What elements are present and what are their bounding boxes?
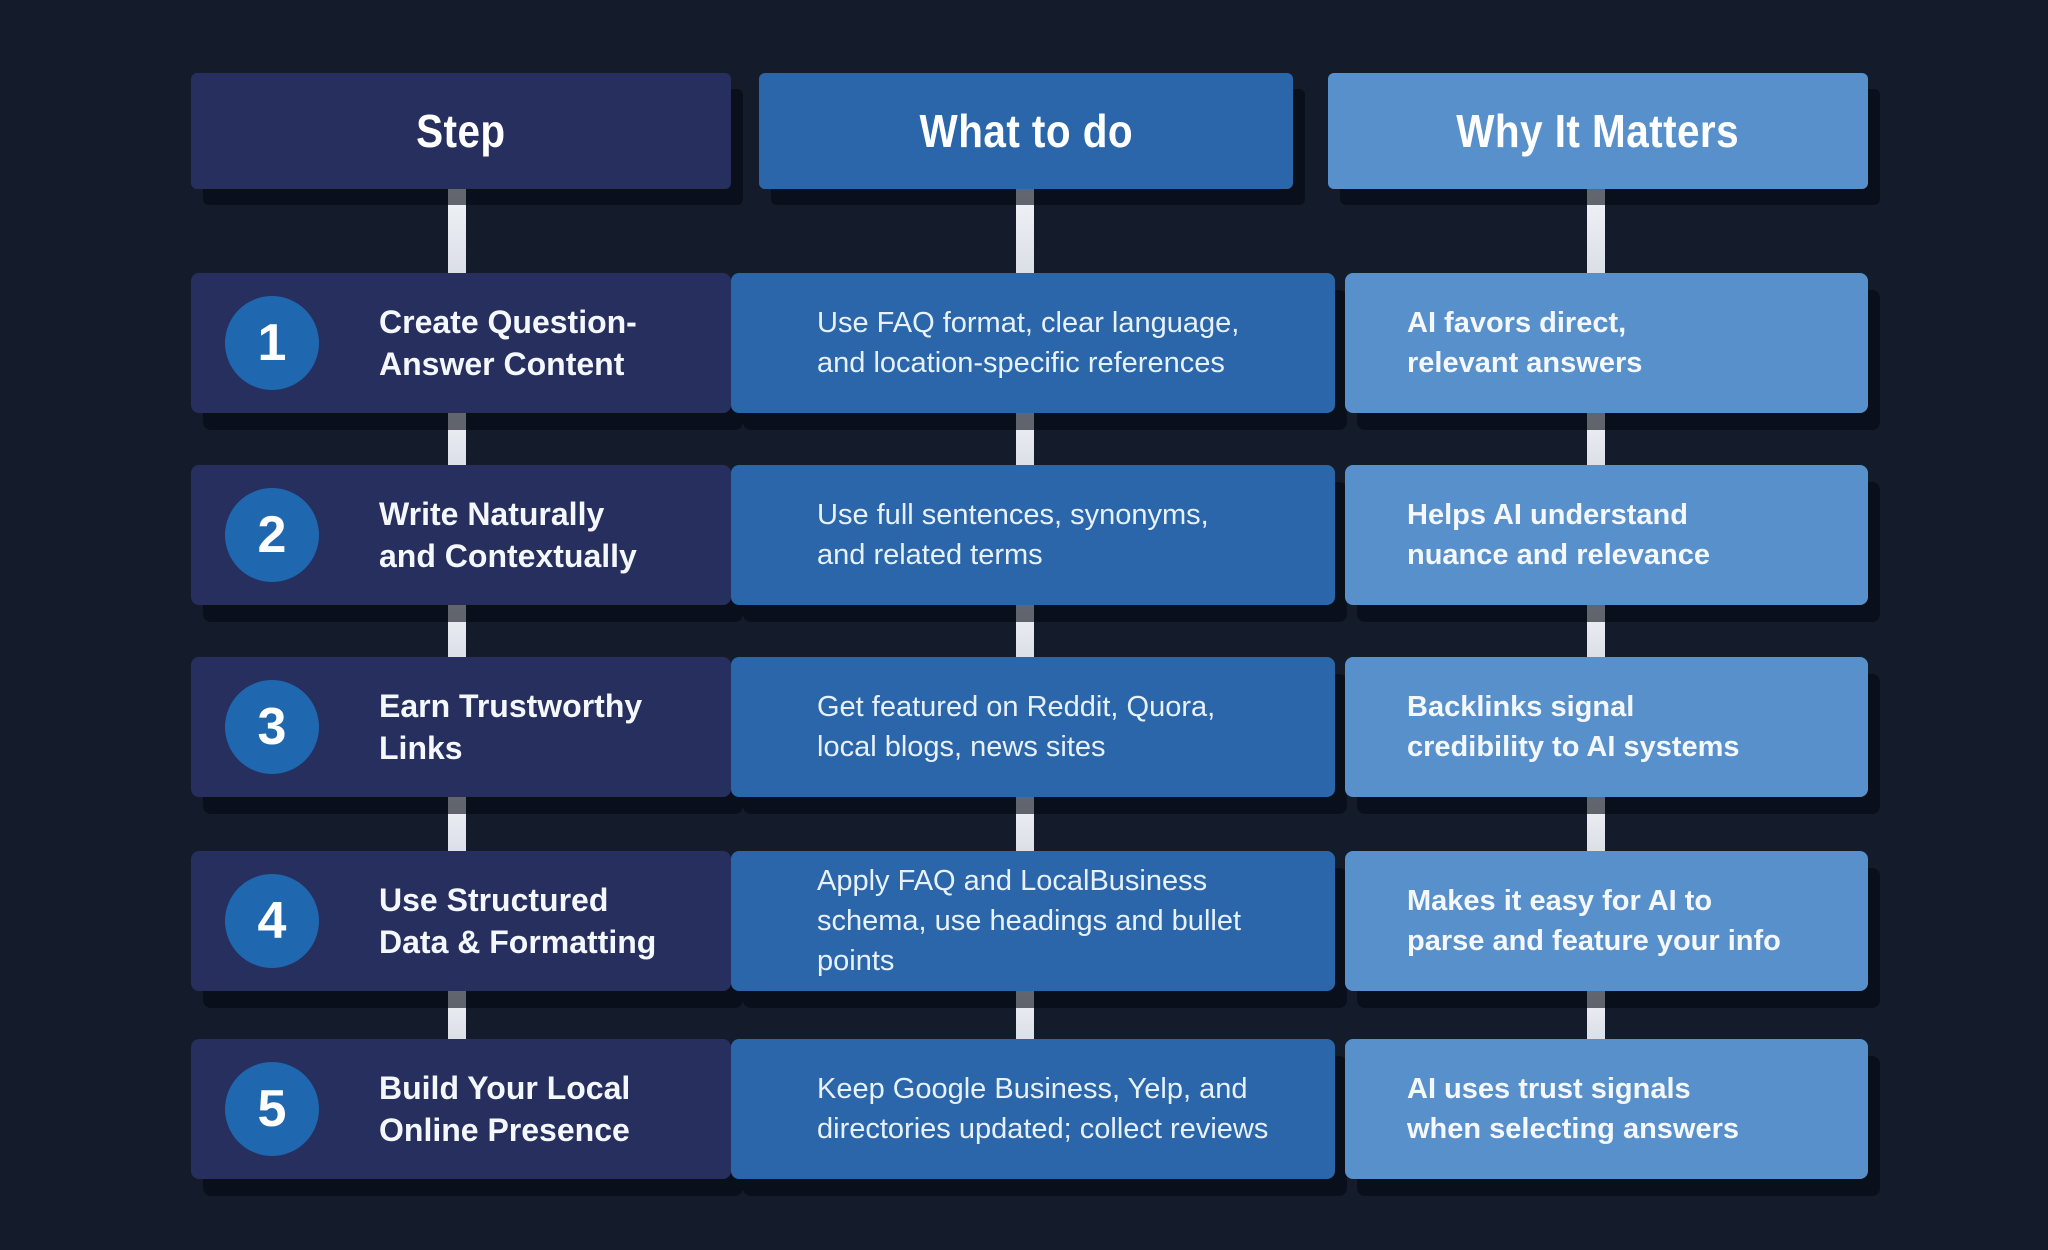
what-cell-2: Use full sentences, synonyms, and relate…: [731, 465, 1335, 605]
step-cell-4: 4 Use Structured Data & Formatting: [191, 851, 731, 991]
table-row: 5 Build Your Local Online Presence Keep …: [191, 1039, 1868, 1179]
why-cell-2: Helps AI understand nuance and relevance: [1345, 465, 1868, 605]
step-number-badge: 5: [225, 1062, 319, 1156]
step-title: Earn Trustworthy Links: [379, 688, 643, 766]
what-text: Keep Google Business, Yelp, and director…: [817, 1073, 1269, 1145]
step-cell-3: 3 Earn Trustworthy Links: [191, 657, 731, 797]
what-cell-4: Apply FAQ and LocalBusiness schema, use …: [731, 851, 1335, 991]
step-number-badge: 2: [225, 488, 319, 582]
header-step-label: Step: [416, 105, 506, 157]
why-text: AI uses trust signals when selecting ans…: [1407, 1073, 1740, 1145]
what-cell-5: Keep Google Business, Yelp, and director…: [731, 1039, 1335, 1179]
step-number: 2: [257, 506, 287, 564]
why-text: Helps AI understand nuance and relevance: [1407, 499, 1711, 571]
why-cell-3: Backlinks signal credibility to AI syste…: [1345, 657, 1868, 797]
step-number: 1: [257, 314, 287, 372]
step-cell-2: 2 Write Naturally and Contextually: [191, 465, 731, 605]
step-cell-5: 5 Build Your Local Online Presence: [191, 1039, 731, 1179]
step-cell-1: 1 Create Question- Answer Content: [191, 273, 731, 413]
step-title: Write Naturally and Contextually: [379, 496, 637, 574]
connector-bar: [1016, 787, 1034, 857]
connector-bar: [448, 787, 466, 857]
connector-bar: [1016, 183, 1034, 279]
connector-bar: [448, 981, 466, 1045]
what-text: Apply FAQ and LocalBusiness schema, use …: [817, 865, 1242, 977]
table-row: 3 Earn Trustworthy Links Get featured on…: [191, 657, 1868, 797]
why-cell-1: AI favors direct, relevant answers: [1345, 273, 1868, 413]
step-number: 3: [257, 698, 287, 756]
header-step: Step: [191, 73, 731, 189]
what-text: Use FAQ format, clear language, and loca…: [817, 307, 1240, 379]
what-cell-3: Get featured on Reddit, Quora, local blo…: [731, 657, 1335, 797]
why-text: Makes it easy for AI to parse and featur…: [1407, 885, 1781, 957]
why-text: Backlinks signal credibility to AI syste…: [1407, 691, 1740, 763]
header-why-it-matters: Why It Matters: [1328, 73, 1868, 189]
table-row: 1 Create Question- Answer Content Use FA…: [191, 273, 1868, 413]
why-cell-4: Makes it easy for AI to parse and featur…: [1345, 851, 1868, 991]
connector-bar: [1587, 981, 1605, 1045]
connector-bar: [1587, 595, 1605, 663]
what-text: Use full sentences, synonyms, and relate…: [817, 499, 1209, 571]
connector-bar: [448, 183, 466, 279]
step-number-badge: 3: [225, 680, 319, 774]
connector-bar: [1016, 595, 1034, 663]
header-what-to-do-label: What to do: [919, 105, 1133, 157]
connector-bar: [1587, 787, 1605, 857]
step-title: Build Your Local Online Presence: [379, 1070, 631, 1148]
step-number: 5: [257, 1080, 287, 1138]
connector-bar: [1587, 403, 1605, 471]
connector-bar: [1016, 403, 1034, 471]
what-text: Get featured on Reddit, Quora, local blo…: [817, 691, 1216, 763]
step-number: 4: [257, 892, 287, 950]
why-cell-5: AI uses trust signals when selecting ans…: [1345, 1039, 1868, 1179]
step-number-badge: 1: [225, 296, 319, 390]
step-title: Use Structured Data & Formatting: [379, 882, 657, 960]
connector-bar: [448, 403, 466, 471]
why-text: AI favors direct, relevant answers: [1407, 307, 1643, 379]
connector-bar: [448, 595, 466, 663]
infographic-board: Step What to do Why It Matters 1 Create …: [191, 73, 1868, 1183]
table-row: 2 Write Naturally and Contextually Use f…: [191, 465, 1868, 605]
connector-bar: [1016, 981, 1034, 1045]
connector-bar: [1587, 183, 1605, 279]
step-title: Create Question- Answer Content: [379, 304, 637, 382]
step-number-badge: 4: [225, 874, 319, 968]
what-cell-1: Use FAQ format, clear language, and loca…: [731, 273, 1335, 413]
header-why-it-matters-label: Why It Matters: [1456, 105, 1740, 157]
header-what-to-do: What to do: [759, 73, 1293, 189]
table-row: 4 Use Structured Data & Formatting Apply…: [191, 851, 1868, 991]
